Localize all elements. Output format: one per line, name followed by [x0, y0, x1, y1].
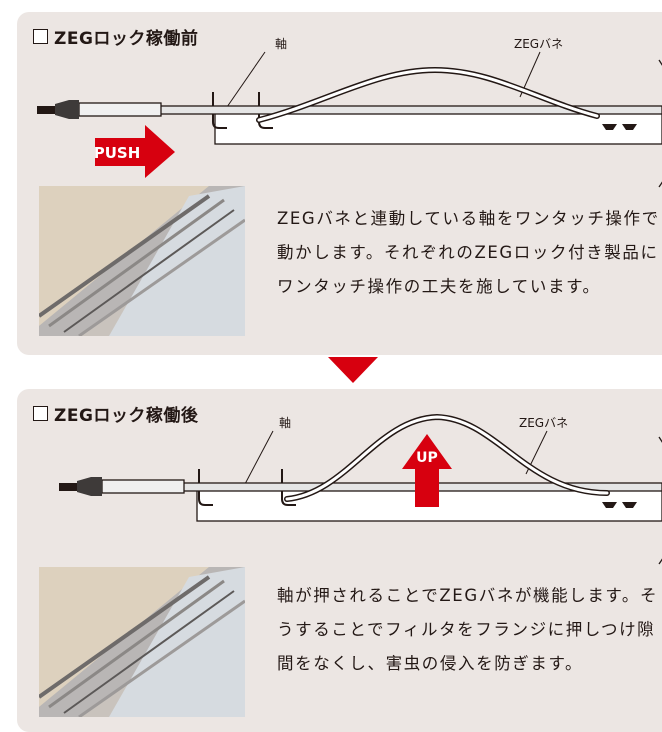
shaft-tip — [59, 483, 77, 491]
label-spring: ZEGバネ — [514, 37, 563, 51]
label-spring: ZEGバネ — [519, 416, 568, 430]
product-photo-before — [39, 186, 245, 336]
shaft-tip — [37, 106, 55, 114]
mechanism-diagram-after: UP 軸 ZEGバネ — [59, 413, 662, 565]
zeg-spring — [285, 415, 609, 501]
panel-after: ZEGロック稼働後 UP 軸 ZEGバネ — [17, 389, 662, 732]
hook-left — [212, 92, 227, 129]
hook-right — [281, 469, 296, 506]
label-shaft: 軸 — [279, 416, 291, 430]
label-shaft: 軸 — [275, 37, 287, 51]
push-arrow — [95, 125, 175, 178]
shaft-knob — [55, 100, 79, 119]
panel-title-text: ZEGロック稼働前 — [54, 29, 199, 49]
panel-title: ZEGロック稼働後 — [33, 401, 198, 426]
checkbox-icon — [33, 406, 48, 421]
checkbox-icon — [33, 29, 48, 44]
panel-before: ZEGロック稼働前 PUSH 軸 ZEGバネ — [17, 12, 662, 355]
push-label: PUSH — [94, 144, 141, 162]
panel-title-text: ZEGロック稼働後 — [54, 406, 199, 426]
filter-block — [602, 502, 617, 508]
hook-left — [198, 469, 213, 506]
description-after: 軸が押されることでZEGバネが機能します。そうすることでフィルタをフランジに押し… — [277, 586, 659, 673]
filter-block — [622, 502, 637, 508]
description-before: ZEGバネと連動している軸をワンタッチ操作で動かします。それぞれのZEGロック付… — [277, 209, 660, 296]
filter-block — [622, 124, 637, 130]
product-photo-after — [39, 567, 245, 717]
panel-title: ZEGロック稼働前 — [33, 24, 198, 49]
zeg-spring — [257, 68, 599, 122]
shaft-sleeve — [78, 102, 162, 117]
filter-block — [602, 124, 617, 130]
shaft-knob — [77, 477, 102, 496]
shaft-sleeve — [101, 479, 185, 494]
up-label: UP — [416, 450, 438, 466]
up-arrow — [402, 434, 452, 507]
transition-arrow-icon — [328, 357, 378, 383]
shaft-leader-line — [226, 51, 266, 108]
shaft-leader-line — [244, 430, 274, 485]
mechanism-diagram-before: PUSH 軸 ZEGバネ — [37, 37, 662, 188]
